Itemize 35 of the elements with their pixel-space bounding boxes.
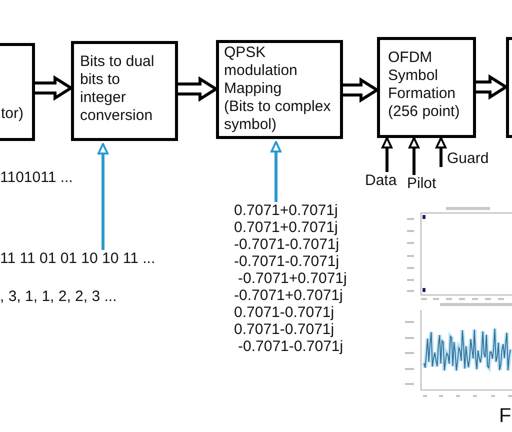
complex-symbol-value: 0.7071+0.7071j xyxy=(234,219,338,236)
arrow xyxy=(408,137,420,175)
complex-symbol-value: -0.7071+0.7071j xyxy=(238,270,347,287)
figure-label: F xyxy=(499,405,512,428)
box-label: QPSK modulation Mapping xyxy=(224,44,298,98)
complex-symbol-value: 0.7071+0.7071j xyxy=(234,202,338,219)
process-box xyxy=(506,37,512,138)
complex-symbol-value: -0.7071-0.7071j xyxy=(234,253,340,270)
block-arrow xyxy=(342,77,380,103)
complex-symbol-value: 0.7071-0.7071j xyxy=(234,321,334,338)
bit-sequence-label: 1101011 ... xyxy=(0,169,73,186)
process-box xyxy=(216,40,343,139)
process-box xyxy=(0,43,35,141)
integer-sequence-label: , 3, 1, 1, 2, 2, 3 ... xyxy=(0,288,117,305)
process-box xyxy=(71,41,178,141)
box-label: (Bits to complex symbol) xyxy=(224,98,332,134)
input-label: Data xyxy=(365,172,397,189)
complex-symbol-value: -0.7071-0.7071j xyxy=(234,236,340,253)
complex-symbol-value: -0.7071+0.7071j xyxy=(234,287,343,304)
bit-pair-sequence: 11 11 01 01 10 10 11 ... xyxy=(0,250,156,267)
box-label: tor) xyxy=(1,105,24,123)
input-label: Guard xyxy=(440,150,489,167)
block-arrow xyxy=(176,76,219,102)
arrow xyxy=(98,143,108,250)
box-label: Bits to dual bits to integer conversion xyxy=(80,53,156,125)
block-arrow xyxy=(34,75,74,101)
arrow xyxy=(436,137,446,167)
process-box xyxy=(377,37,476,138)
complex-symbol-value: -0.7071-0.7071j xyxy=(238,338,344,355)
block-arrow xyxy=(474,74,509,100)
arrow xyxy=(270,141,282,202)
arrow xyxy=(382,137,392,172)
input-label: Pilot xyxy=(407,175,436,192)
box-label: OFDM Symbol Formation (256 point) xyxy=(388,49,461,121)
complex-symbol-value: 0.7071-0.7071j xyxy=(234,304,334,321)
